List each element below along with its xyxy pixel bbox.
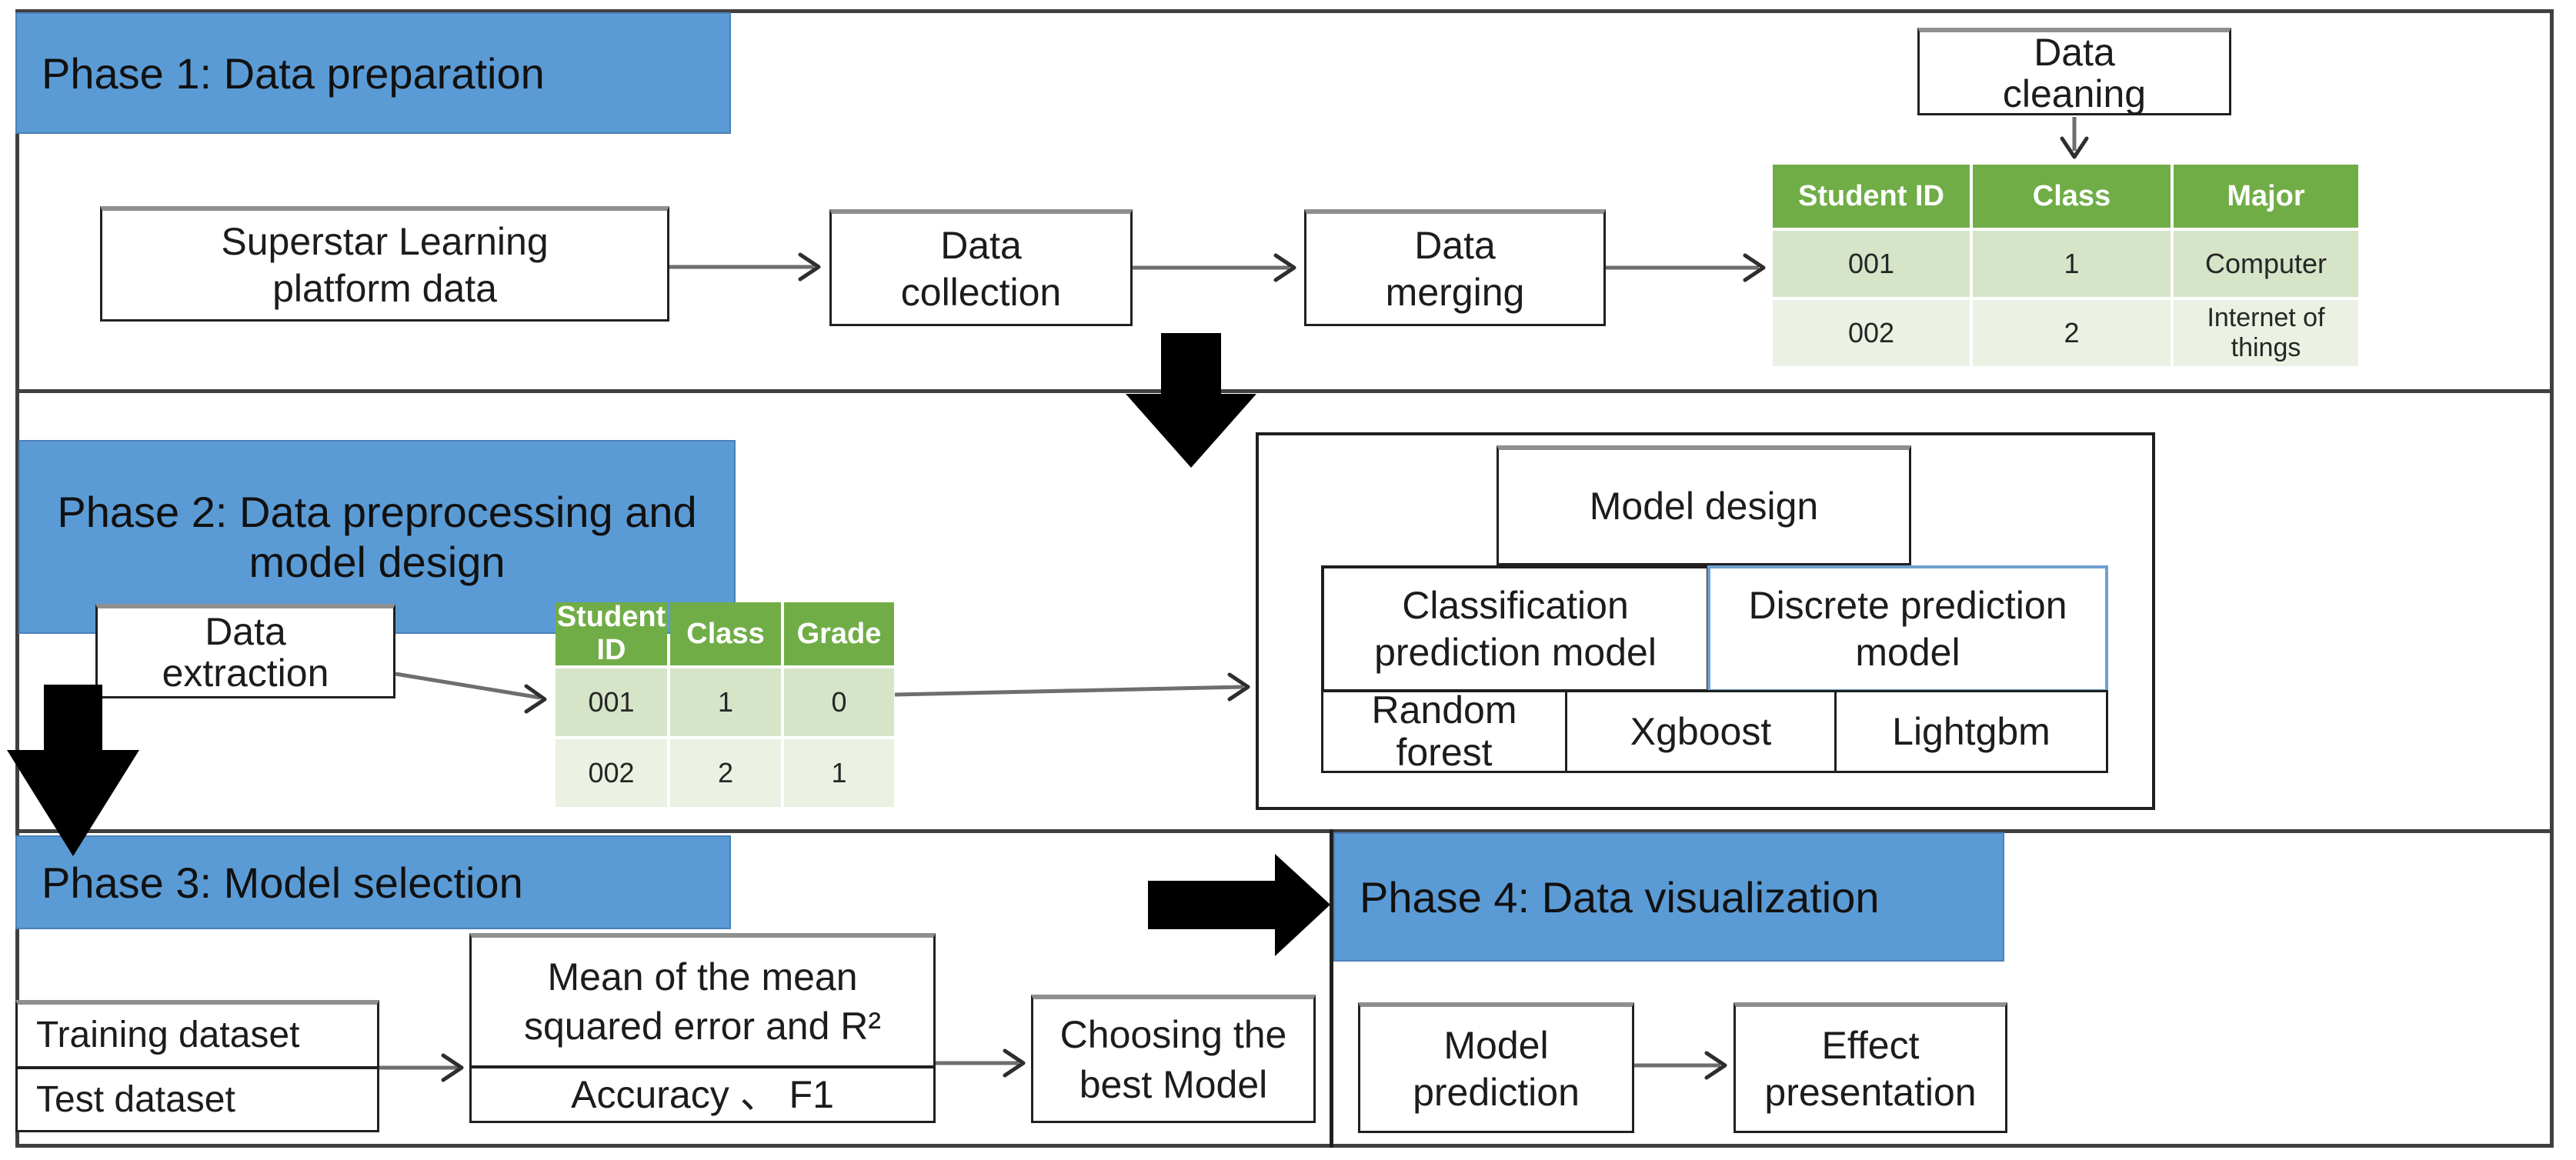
phase2-title: Phase 2: Data preprocessing and model de… [57,488,697,586]
phase1-header: Phase 1: Data preparation [15,12,731,134]
table2-cell: 2 [670,739,781,807]
phase4-title: Phase 4: Data visualization [1360,872,1880,922]
superstar-platform-box: Superstar Learning platform data [100,206,669,322]
phase3-header: Phase 3: Model selection [15,835,731,929]
diagram-outer-border [15,9,2554,1148]
training-dataset-box: Training dataset [18,1005,377,1066]
table2-cell: 001 [556,668,667,736]
lightgbm-box: Lightgbm [1834,692,2106,771]
table2-header-grade: Grade [784,602,894,665]
classification-model-label: Classification prediction model [1374,583,1657,674]
table1-cell: 001 [1773,231,1970,297]
table2-cell: 002 [556,739,667,807]
data-collection-label: Data collection [900,223,1062,314]
table1-header-major: Major [2174,165,2358,228]
table1-header-class: Class [1973,165,2171,228]
phase3-phase4-divider [1330,829,1333,1148]
training-dataset-label: Training dataset [36,1015,300,1056]
table1-cell: 1 [1973,231,2171,297]
superstar-platform-label: Superstar Learning platform data [221,219,549,310]
table1-cell: Computer [2174,231,2358,297]
choosing-model-box: Choosing the best Model [1031,995,1316,1123]
student-table-phase1: Student ID Class Major 001 1 Computer 00… [1773,165,2358,366]
test-dataset-label: Test dataset [36,1078,235,1120]
phase3-title: Phase 3: Model selection [42,858,523,907]
phase2-phase3-divider [15,829,2554,833]
xgboost-box: Xgboost [1565,692,1834,771]
data-merging-label: Data merging [1385,223,1525,314]
phase4-header: Phase 4: Data visualization [1333,832,2004,962]
metrics-box: Mean of the mean squared error and R² Ac… [469,933,936,1123]
choosing-model-label: Choosing the best Model [1059,1013,1287,1106]
model-design-title: Model design [1589,485,1819,528]
regression-metrics-cell: Mean of the mean squared error and R² [472,938,933,1065]
lightgbm-label: Lightgbm [1892,709,2050,753]
table2-cell: 1 [784,739,894,807]
dataset-stack: Training dataset Test dataset [15,1000,379,1132]
student-table-phase2: Student ID Class Grade 001 1 0 002 2 1 [556,601,894,807]
classification-model-box: Classification prediction model [1321,565,1710,692]
classification-metrics-label: Accuracy 、 F1 [571,1073,834,1116]
random-forest-box: Random forest [1323,688,1565,774]
model-algorithms-row: Random forest Xgboost Lightgbm [1321,688,2108,774]
regression-metrics-label: Mean of the mean squared error and R² [523,955,882,1048]
table1-cell: 2 [1973,300,2171,366]
phase1-title: Phase 1: Data preparation [42,48,545,98]
data-merging-box: Data merging [1304,209,1606,326]
test-dataset-box: Test dataset [18,1065,377,1131]
classification-metrics-cell: Accuracy 、 F1 [472,1065,933,1121]
effect-presentation-label: Effect presentation [1764,1023,1977,1114]
table1-cell: Internet of things [2174,300,2358,366]
data-extraction-label: Data extraction [162,610,329,695]
phase2-header: Phase 2: Data preprocessing and model de… [18,440,736,634]
discrete-model-box: Discrete prediction model [1707,565,2108,692]
table2-cell: 1 [670,668,781,736]
discrete-model-label: Discrete prediction model [1748,583,2067,674]
random-forest-label: Random forest [1371,688,1517,774]
xgboost-label: Xgboost [1630,709,1772,753]
model-prediction-box: Model prediction [1358,1002,1634,1133]
table1-header-student-id: Student ID [1773,165,1970,228]
data-collection-box: Data collection [829,209,1133,326]
table2-header-class: Class [670,602,781,665]
model-design-title-box: Model design [1497,445,1911,565]
data-extraction-box: Data extraction [95,604,395,698]
table1-cell: 002 [1773,300,1970,366]
model-prediction-label: Model prediction [1413,1023,1580,1114]
table2-header-student-id: Student ID [556,601,667,666]
table2-cell: 0 [784,668,894,736]
data-cleaning-label: Data cleaning [2002,30,2147,115]
effect-presentation-box: Effect presentation [1733,1002,2007,1133]
data-cleaning-box: Data cleaning [1917,28,2231,115]
phase1-phase2-divider [15,389,2554,393]
